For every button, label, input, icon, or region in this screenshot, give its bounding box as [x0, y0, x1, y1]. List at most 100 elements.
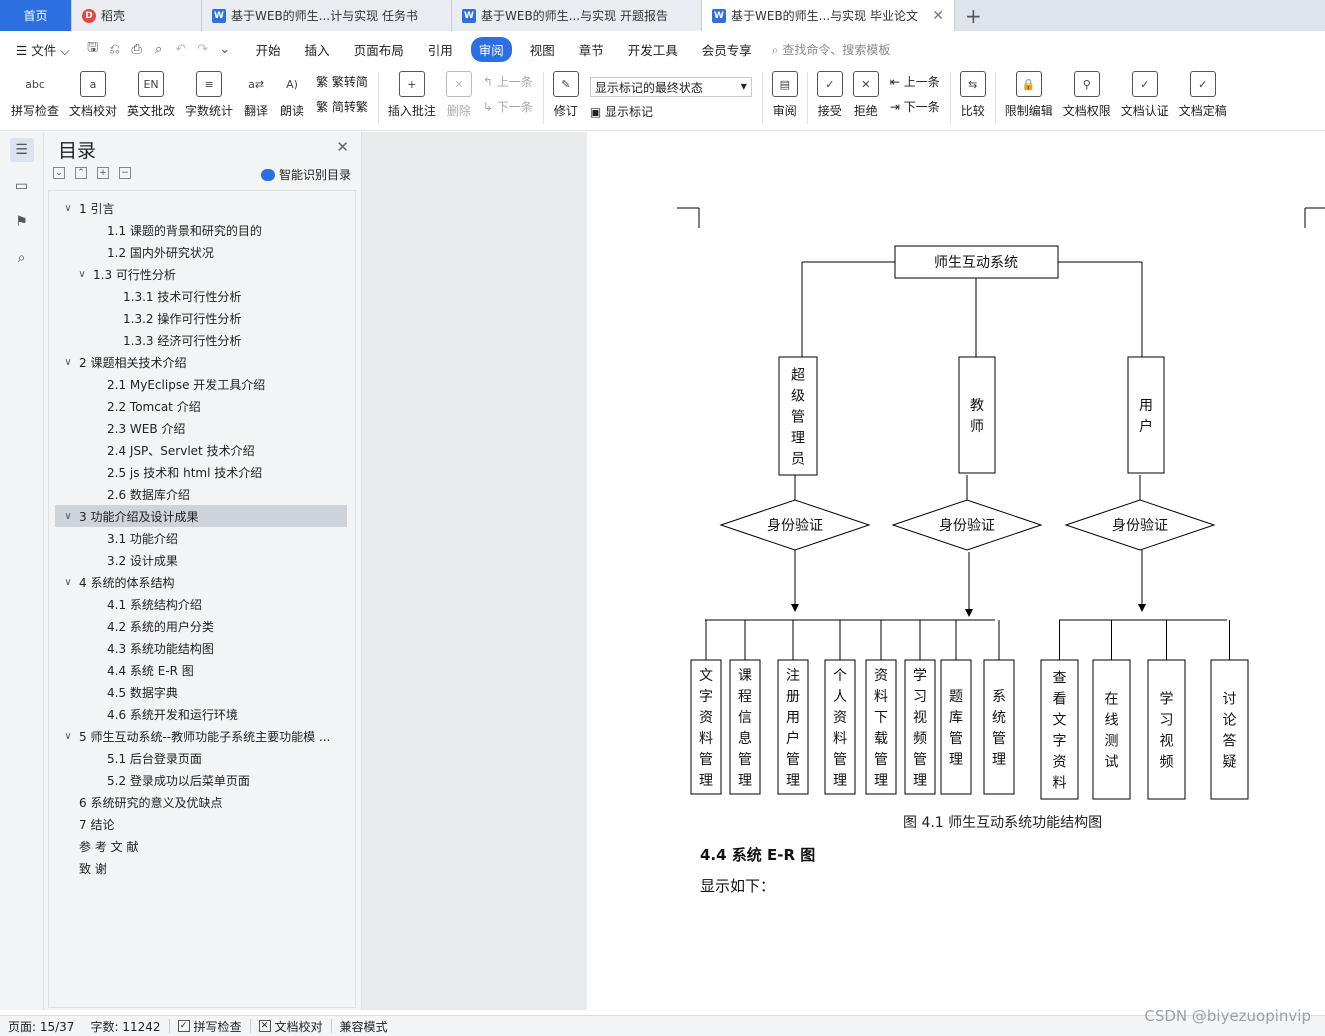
toc-item[interactable]: 4.3 系统功能结构图	[55, 637, 347, 659]
trad-to-simp-button[interactable]: 繁 繁转简	[316, 73, 368, 90]
accept-button[interactable]: ✓接受	[812, 67, 848, 119]
menu-member[interactable]: 会员专享	[701, 42, 752, 58]
chevron-down-icon[interactable]: ∨	[64, 730, 72, 742]
status-spell-check[interactable]: ✓拼写检查	[170, 1018, 250, 1035]
expand-all-icon[interactable]: ⌃	[75, 167, 87, 179]
toc-item[interactable]: 1.2 国内外研究状况	[55, 241, 347, 263]
toc-item[interactable]: 1.1 课题的背景和研究的目的	[55, 219, 347, 241]
toc-item[interactable]: 致 谢	[55, 857, 347, 879]
menu-layout[interactable]: 页面布局	[353, 42, 404, 58]
translate-button[interactable]: a⇄翻译	[238, 67, 274, 119]
menu-view[interactable]: 视图	[529, 42, 555, 58]
toc-item[interactable]: ∨2 课题相关技术介绍	[55, 351, 347, 373]
toc-item[interactable]: 2.5 js 技术和 html 技术介绍	[55, 461, 347, 483]
toc-item[interactable]: ∨4 系统的体系结构	[55, 571, 347, 593]
delete-comment-button[interactable]: ✕删除	[441, 67, 477, 119]
next-comment-button[interactable]: ↳ 下一条	[483, 98, 533, 115]
toc-item[interactable]: 3.2 设计成果	[55, 549, 347, 571]
compare-button[interactable]: ⇆比较	[955, 67, 991, 119]
bookmark-icon[interactable]: ⚑	[15, 214, 28, 230]
format-painter-icon[interactable]: ⎌	[109, 41, 120, 57]
prev-change-button[interactable]: ⇤ 上一条	[890, 73, 940, 90]
more-icon[interactable]: ⌄	[219, 41, 231, 57]
toc-item[interactable]: 1.3.1 技术可行性分析	[55, 285, 347, 307]
insert-comment-button[interactable]: +插入批注	[383, 67, 441, 119]
doc-cert-button[interactable]: ✓文档认证	[1116, 67, 1174, 119]
prev-comment-button[interactable]: ↰ 上一条	[483, 73, 533, 90]
redo-icon[interactable]: ↷	[197, 41, 209, 57]
remove-level-icon[interactable]: −	[119, 167, 131, 179]
menu-reference[interactable]: 引用	[427, 42, 453, 58]
toc-item[interactable]: 4.5 数据字典	[55, 681, 347, 703]
toc-item[interactable]: 1.3.2 操作可行性分析	[55, 307, 347, 329]
toc-item[interactable]: 4.1 系统结构介绍	[55, 593, 347, 615]
reject-button[interactable]: ✕拒绝	[848, 67, 884, 119]
toc-item[interactable]: 4.2 系统的用户分类	[55, 615, 347, 637]
page-indicator[interactable]: 页面: 15/37	[8, 1019, 75, 1034]
menu-chapter[interactable]: 章节	[578, 42, 604, 58]
doc-permission-button[interactable]: ⚲文档权限	[1058, 67, 1116, 119]
command-search[interactable]: ⌕ 查找命令、搜索模板	[772, 41, 891, 58]
menu-start[interactable]: 开始	[255, 42, 281, 58]
menu-devtools[interactable]: 开发工具	[627, 42, 678, 58]
menu-insert[interactable]: 插入	[304, 42, 330, 58]
simp-to-trad-button[interactable]: 繁 简转繁	[316, 98, 368, 115]
collapse-all-icon[interactable]: ⌄	[53, 167, 65, 179]
print-icon[interactable]: ⎙	[131, 41, 142, 57]
wordcount-button[interactable]: ≡字数统计	[180, 67, 238, 119]
toc-item[interactable]: ∨3 功能介绍及设计成果	[55, 505, 347, 527]
toc-item[interactable]: 2.4 JSP、Servlet 技术介绍	[55, 439, 347, 461]
toc-item[interactable]: 4.4 系统 E-R 图	[55, 659, 347, 681]
toc-item[interactable]: ∨5 师生互动系统--教师功能子系统主要功能模 ...	[55, 725, 347, 747]
chevron-down-icon[interactable]: ∨	[78, 268, 86, 280]
toc-item[interactable]: 参 考 文 献	[55, 835, 347, 857]
status-doc-proof[interactable]: ✕文档校对	[251, 1018, 331, 1035]
chapter-icon[interactable]: ▭	[14, 178, 29, 194]
undo-icon[interactable]: ↶	[175, 41, 187, 57]
toc-item[interactable]: 2.1 MyEclipse 开发工具介绍	[55, 373, 347, 395]
search-icon[interactable]: ⌕	[17, 250, 26, 266]
toc-icon[interactable]: ☰	[9, 138, 34, 162]
toc-item[interactable]: 2.2 Tomcat 介绍	[55, 395, 347, 417]
save-icon[interactable]: 🖫	[87, 40, 99, 55]
add-level-icon[interactable]: +	[97, 167, 109, 179]
chevron-down-icon[interactable]: ∨	[64, 356, 72, 368]
new-tab-button[interactable]: +	[955, 0, 992, 31]
toc-item[interactable]: 2.3 WEB 介绍	[55, 417, 347, 439]
doc-finalize-button[interactable]: ✓文档定稿	[1174, 67, 1232, 119]
toc-item[interactable]: 2.6 数据库介绍	[55, 483, 347, 505]
toc-item[interactable]: 3.1 功能介绍	[55, 527, 347, 549]
close-icon[interactable]: ✕	[336, 138, 349, 156]
toc-item[interactable]: ∨1.3 可行性分析	[55, 263, 347, 285]
chevron-down-icon[interactable]: ∨	[64, 510, 72, 522]
smart-toc-button[interactable]: 智能识别目录	[260, 166, 351, 183]
toc-item[interactable]: 5.2 登录成功以后菜单页面	[55, 769, 347, 791]
print-preview-icon[interactable]: ⌕	[155, 41, 163, 57]
word-count[interactable]: 字数: 11242	[90, 1019, 161, 1034]
next-change-button[interactable]: ⇥ 下一条	[890, 98, 940, 115]
toc-item[interactable]: 1.3.3 经济可行性分析	[55, 329, 347, 351]
restrict-edit-button[interactable]: 🔒限制编辑	[1000, 67, 1058, 119]
markup-state-select[interactable]: 显示标记的最终状态▾	[589, 77, 752, 97]
toc-item[interactable]: ∨1 引言	[55, 197, 347, 219]
tab-home[interactable]: 首页	[0, 0, 72, 31]
toc-item[interactable]: 5.1 后台登录页面	[55, 747, 347, 769]
toc-item[interactable]: 4.6 系统开发和运行环境	[55, 703, 347, 725]
toc-item[interactable]: 7 结论	[55, 813, 347, 835]
read-aloud-button[interactable]: A)朗读	[274, 67, 310, 119]
review-pane-button[interactable]: ▤审阅	[767, 67, 803, 119]
revise-button[interactable]: ✎修订	[548, 67, 584, 119]
chevron-down-icon[interactable]: ∨	[64, 576, 72, 588]
close-tab-icon[interactable]: ✕	[932, 7, 944, 24]
file-menu[interactable]: ☰ 文件 ⌵	[8, 40, 82, 59]
chevron-down-icon[interactable]: ∨	[64, 202, 72, 214]
toc-item[interactable]: 6 系统研究的意义及优缺点	[55, 791, 347, 813]
menu-review[interactable]: 审阅	[470, 36, 512, 62]
